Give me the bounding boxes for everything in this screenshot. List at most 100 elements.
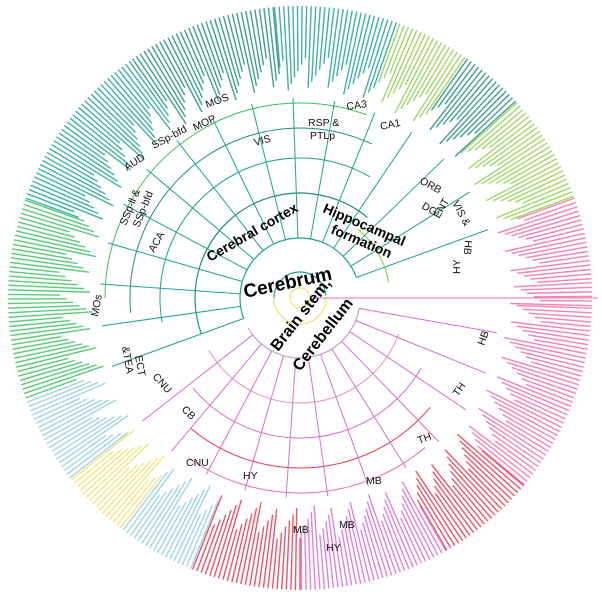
leaf-branch [191, 501, 219, 569]
label-ca1: CA1 [379, 117, 402, 133]
leaf-branch [9, 281, 78, 285]
leaf-branch [457, 79, 493, 120]
leaf-branch [8, 290, 90, 292]
leaf-branch [527, 292, 592, 293]
leaf-branch [279, 7, 283, 61]
label-cb: CB [179, 404, 198, 423]
leaf-branch [364, 516, 382, 578]
leaf-branch [8, 302, 73, 303]
leaf-branch [14, 240, 96, 257]
leaf-branch [385, 492, 417, 565]
leaf-branch [510, 342, 586, 358]
label-aca: ACA [146, 230, 167, 255]
leaf-branch [363, 17, 379, 73]
branch-spoke [206, 351, 272, 475]
label-vis-amp: VIS & [449, 199, 472, 228]
label-hy-2: HY [326, 542, 341, 554]
leaf-branch [15, 346, 89, 363]
leaf-branch [18, 222, 75, 237]
label-tea: &TEA [119, 345, 136, 374]
leaf-branch [8, 294, 60, 295]
leaf-branch [532, 251, 588, 260]
leaf-branch [344, 12, 362, 94]
branch-arc [188, 447, 425, 493]
branch-spoke [171, 344, 261, 451]
label-hy-right: HY [451, 259, 463, 274]
leaf-branch [363, 523, 379, 579]
leaf-branch [521, 352, 584, 367]
label-mb-1: MB [293, 524, 309, 536]
branch-spoke [102, 306, 241, 325]
leaf-branch [305, 6, 306, 58]
label-ent: ENT [431, 196, 452, 221]
branch-spoke [286, 358, 296, 498]
leaf-branch [311, 512, 315, 590]
leaf-branch [312, 6, 316, 81]
leaf-branch [286, 521, 289, 590]
leaf-branch [236, 513, 252, 583]
leaf-branch [232, 519, 247, 582]
branch-spoke [359, 308, 497, 332]
branch-spoke [356, 320, 486, 372]
leaf-branch [241, 12, 256, 86]
branch-spoke [350, 332, 466, 410]
leaf-branch [452, 478, 488, 521]
leaf-branch [288, 6, 291, 84]
label-aud: AUD [122, 151, 147, 173]
leaf-branch [512, 238, 586, 254]
label-th-2: TH [451, 380, 469, 398]
leaf-branch [15, 235, 91, 252]
leaf-branch [284, 6, 289, 90]
leaf-branch [348, 13, 365, 89]
leaf-branch [10, 323, 77, 331]
label-cnu-left: CNU [150, 371, 174, 396]
leaf-branch [402, 489, 438, 556]
label-mop: MOP [191, 113, 218, 134]
label-rsp-1: RSP & [308, 117, 339, 129]
leaf-branch [80, 449, 127, 490]
leaf-branch [16, 231, 85, 247]
leaf-branch [537, 279, 591, 283]
leaf-branch [353, 15, 370, 84]
label-mos-top: MOS [204, 91, 231, 110]
leaf-branch [468, 120, 531, 169]
leaf-branch [8, 306, 79, 308]
leaf-branch [8, 309, 86, 313]
leaf-branch [8, 285, 83, 288]
label-cnu-bottom: CNU [186, 457, 209, 469]
leaf-branch [9, 317, 63, 321]
leaf-branch [515, 347, 585, 363]
branch-spoke [332, 349, 406, 468]
label-mos: MOs [89, 294, 105, 318]
leaf-branch [450, 471, 491, 518]
leaf-branch [529, 313, 592, 317]
leaf-branch [19, 360, 75, 376]
label-vis: VIS [253, 133, 272, 149]
leaf-branch [297, 6, 298, 71]
branch-spoke [100, 284, 240, 294]
leaf-branch [166, 494, 199, 557]
branch-spoke [308, 357, 327, 496]
leaf-branch [517, 265, 590, 273]
leaf-branch [523, 309, 592, 312]
leaf-branch [245, 502, 261, 585]
leaf-branch [282, 527, 286, 590]
leaf-branch [277, 533, 281, 589]
leaf-branch [482, 113, 526, 149]
label-mb-2: MB [339, 519, 355, 531]
leaf-branch [12, 337, 61, 345]
leaf-branch [497, 377, 571, 407]
label-mb-3: MB [366, 475, 382, 487]
leaf-branch [115, 72, 151, 116]
leaf-branch [384, 25, 404, 78]
label-rsp-2: PTLp [310, 130, 335, 142]
leaf-branch [111, 75, 152, 123]
leaf-branch [293, 6, 295, 77]
leaf-branch [295, 508, 296, 590]
leaf-branch [504, 338, 586, 354]
leaf-branch [446, 85, 499, 142]
leaf-branch [255, 10, 264, 66]
leaf-branch [138, 489, 173, 541]
